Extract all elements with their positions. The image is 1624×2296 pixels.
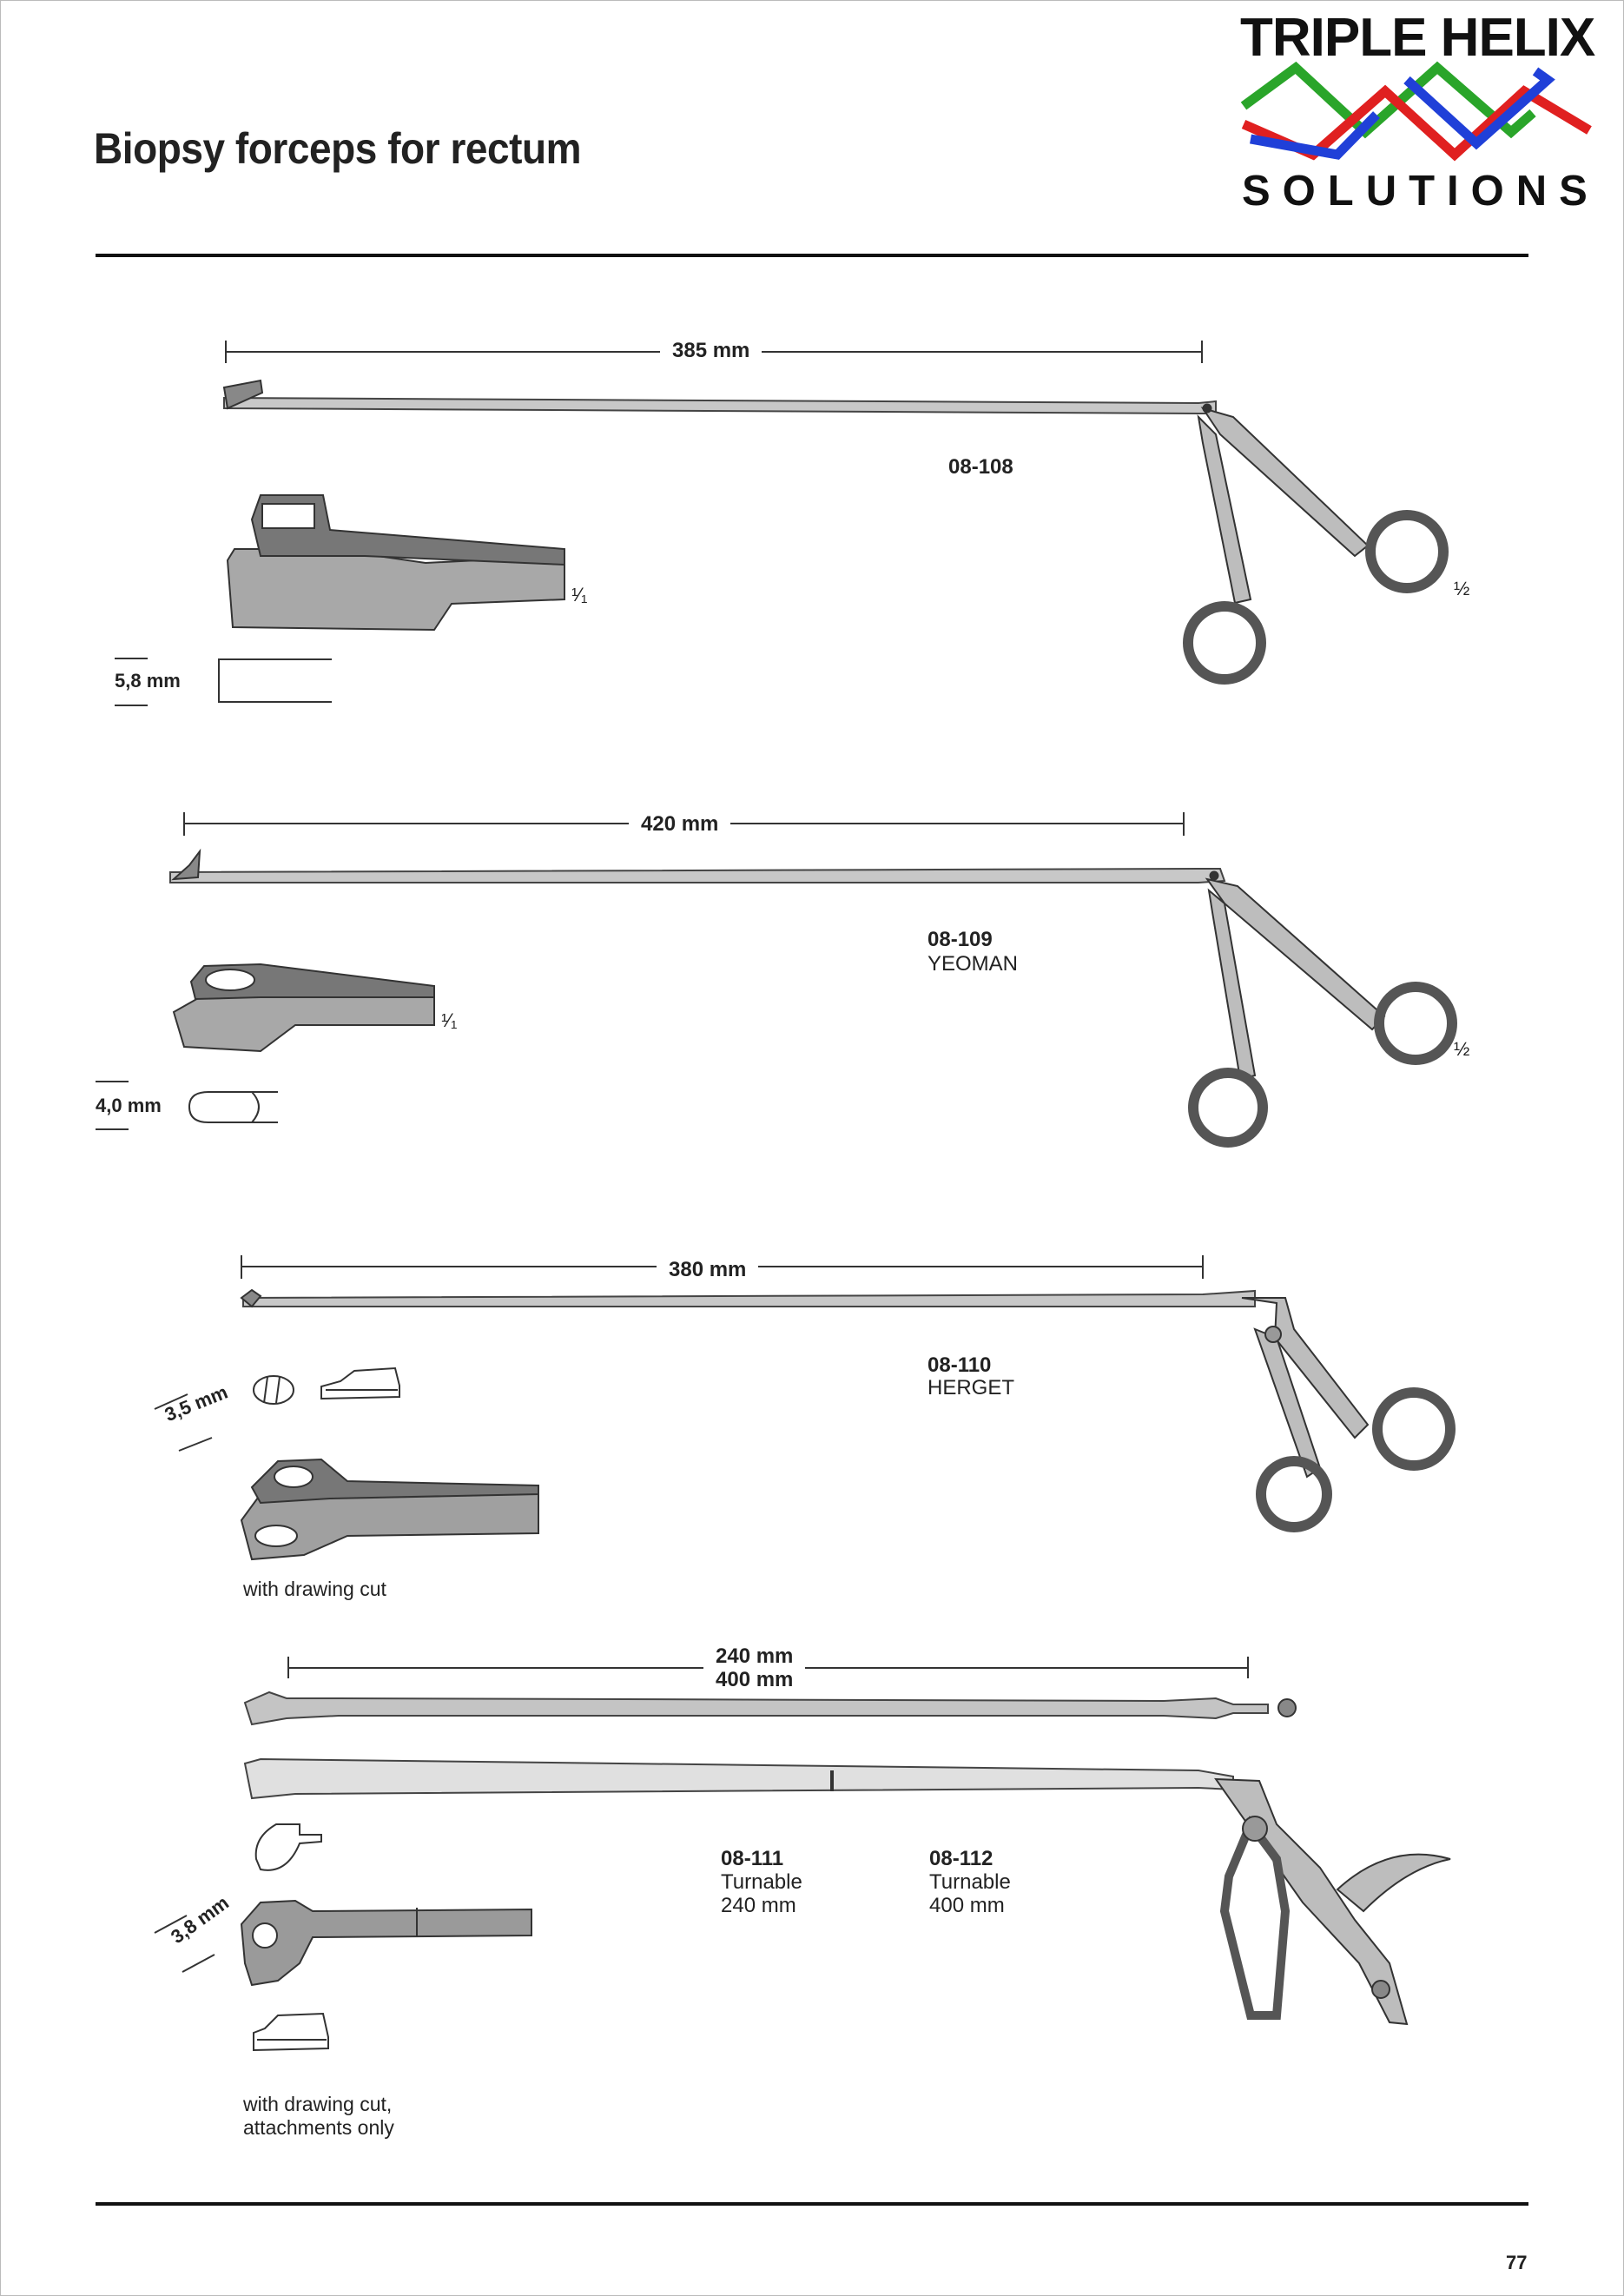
- header-rule: [96, 254, 1528, 257]
- footer-rule: [96, 2202, 1528, 2206]
- instrument-08-108: [115, 341, 1449, 706]
- product-name-08-109: YEOMAN: [928, 952, 1019, 976]
- product-code-08-111: 08-111: [721, 1847, 784, 1870]
- caption-line2-08-111: attachments only: [243, 2116, 394, 2139]
- page-title: Biopsy forceps for rectum: [94, 124, 582, 173]
- jaw-size-08-108: 5,8 mm: [115, 670, 181, 691]
- product-code-08-108: 08-108: [948, 455, 1013, 479]
- dimension-label-08-108: 385 mm: [660, 339, 762, 363]
- scale-tip-08-108: ¹⁄₁: [571, 584, 588, 605]
- variant-desc-08-112: Turnable: [929, 1870, 1011, 1894]
- logo-wordmark-bottom: SOLUTIONS: [1242, 168, 1600, 215]
- scale-tip-08-109: ¹⁄₁: [441, 1009, 458, 1031]
- variant-length-08-112: 400 mm: [929, 1894, 1005, 1917]
- product-code-08-110: 08-110: [928, 1353, 992, 1377]
- scale-handle-08-109: ½: [1454, 1038, 1470, 1060]
- page-number: 77: [1506, 2252, 1528, 2273]
- logo-wordmark-top: TRIPLE HELIX: [1240, 8, 1595, 68]
- scale-handle-08-108: ½: [1454, 578, 1470, 599]
- caption-line1-08-111: with drawing cut,: [243, 2093, 393, 2115]
- logo-helix-icon: [1240, 61, 1592, 162]
- instrument-08-109: [96, 812, 1457, 1148]
- product-name-08-110: HERGET: [928, 1376, 1015, 1399]
- jaw-size-08-109: 4,0 mm: [96, 1095, 162, 1116]
- product-code-08-109: 08-109: [928, 928, 993, 951]
- variant-desc-08-111: Turnable: [721, 1870, 802, 1894]
- dimension-label-400: 400 mm: [703, 1668, 806, 1692]
- instrument-08-110: [154, 1255, 1456, 1561]
- dimension-label-08-110: 380 mm: [657, 1258, 759, 1282]
- caption-08-110: with drawing cut: [243, 1578, 386, 1600]
- dimension-label-08-109: 420 mm: [629, 812, 731, 837]
- dimension-label-240: 240 mm: [703, 1644, 806, 1669]
- variant-length-08-111: 240 mm: [721, 1894, 796, 1917]
- product-code-08-112: 08-112: [929, 1847, 994, 1870]
- instrument-08-111-112: [154, 1657, 1451, 2052]
